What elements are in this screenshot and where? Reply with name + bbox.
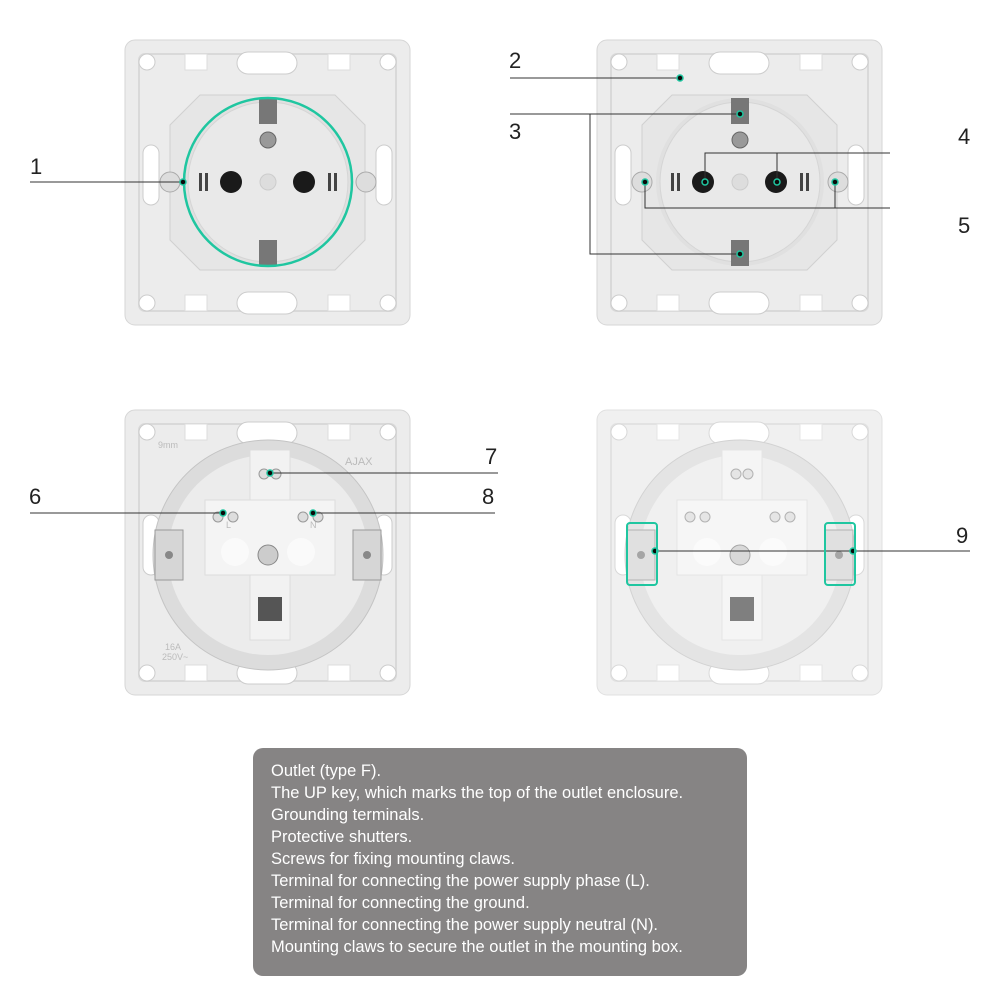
callout-label-7: 7	[485, 444, 498, 469]
legend-item-5: Screws for fixing mounting claws.	[271, 850, 515, 868]
outlet-back-view-2	[597, 410, 882, 695]
strip-length-marking: 9mm	[158, 440, 178, 450]
phase-marking: L	[226, 520, 231, 530]
legend-item-7: Terminal for connecting the ground.	[271, 894, 530, 912]
callout-label-5: 5	[958, 213, 971, 238]
callout-label-8: 8	[482, 484, 495, 509]
outlet-back-view-1: 9mm AJAX 16A 250V~ L N	[125, 410, 410, 695]
rating-marking-2: 250V~	[162, 652, 188, 662]
legend-item-9: Mounting claws to secure the outlet in t…	[271, 938, 683, 956]
mounting-claw-highlights	[626, 522, 856, 586]
legend-box: Outlet (type F). The UP key, which marks…	[253, 748, 747, 976]
callout-label-9: 9	[956, 523, 969, 548]
callout-label-6: 6	[29, 484, 42, 509]
legend-item-2: The UP key, which marks the top of the o…	[271, 784, 684, 802]
neutral-marking: N	[310, 520, 317, 530]
legend-item-3: Grounding terminals.	[271, 806, 425, 824]
callout-label-4: 4	[958, 124, 971, 149]
legend-item-1: Outlet (type F).	[271, 762, 382, 780]
legend-item-8: Terminal for connecting the power supply…	[271, 916, 659, 934]
rating-marking-1: 16A	[165, 642, 181, 652]
legend-item-4: Protective shutters.	[271, 828, 413, 846]
callout-label-3: 3	[509, 119, 522, 144]
brand-marking: AJAX	[345, 456, 373, 468]
outlet-front-view-2	[597, 40, 882, 325]
callout-lines	[30, 77, 970, 552]
callout-label-2: 2	[509, 48, 522, 73]
legend-item-6: Terminal for connecting the power supply…	[271, 872, 650, 890]
callout-label-1: 1	[30, 154, 43, 179]
